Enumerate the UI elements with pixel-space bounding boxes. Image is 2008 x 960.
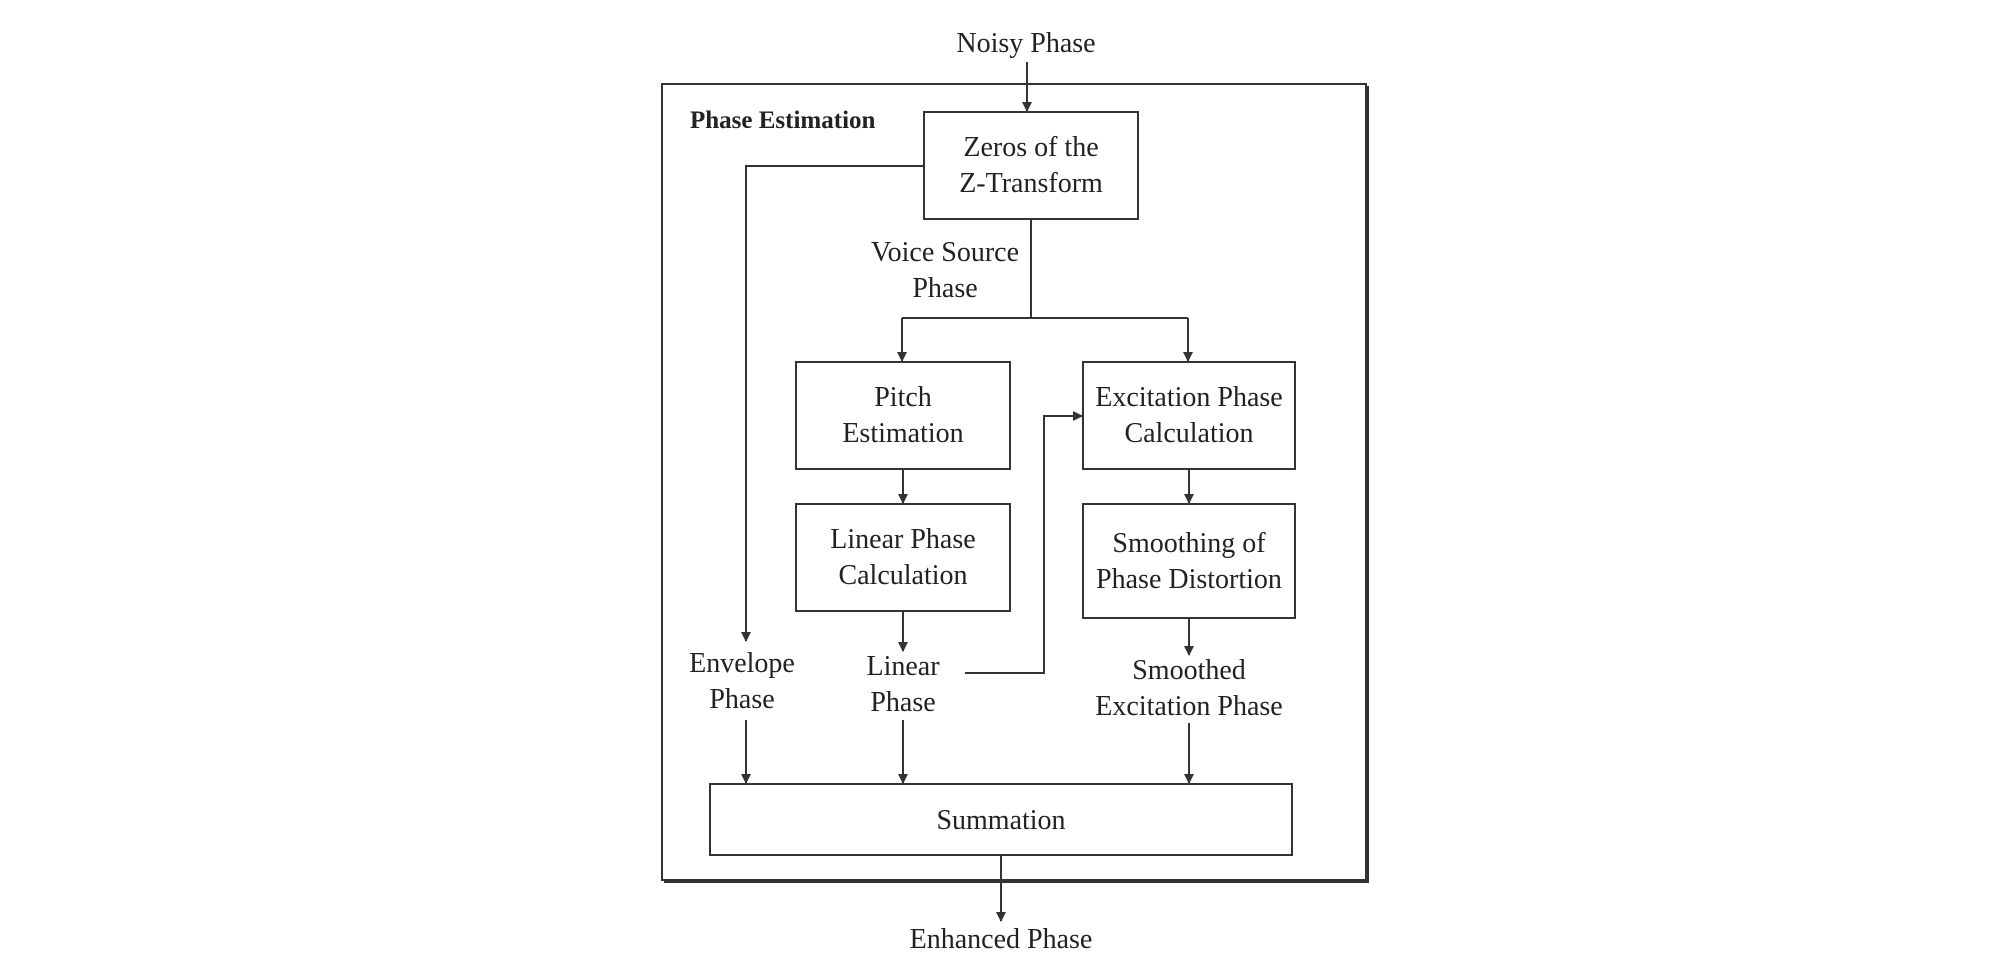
linear-to-excitation-wire	[965, 411, 1083, 674]
linear-phase-calculation-box	[795, 503, 1011, 612]
excitation-phase-calculation-label-line2: Calculation	[1124, 418, 1253, 449]
voice-source-label-line1: Voice Source	[871, 237, 1019, 268]
linear-phase-calculation-label-line2: Calculation	[838, 560, 967, 591]
phase-estimation-frame	[661, 83, 1367, 881]
voice-source-label-line2: Phase	[912, 273, 977, 304]
smoothed-excitation-label-line1: Smoothed	[1132, 655, 1246, 686]
frame-title: Phase Estimation	[690, 107, 876, 134]
smoothed-excitation-label-line2: Excitation Phase	[1095, 691, 1282, 722]
excitation-phase-calculation-box	[1082, 361, 1296, 470]
smoothing-box	[1082, 503, 1296, 619]
envelope-wire	[741, 165, 924, 642]
smoothing-label-line1: Smoothing of	[1112, 528, 1266, 559]
zeros-box-label-line2: Z-Transform	[959, 168, 1103, 199]
pitch-estimation-label-line2: Estimation	[842, 418, 963, 449]
frame-shadow	[664, 86, 1369, 883]
linear-phase-label-line1: Linear	[866, 651, 940, 682]
zeros-box-label-line1: Zeros of the	[963, 132, 1098, 163]
noisy-phase-label: Noisy Phase	[956, 28, 1095, 59]
summation-box	[709, 783, 1293, 856]
summation-label: Summation	[936, 805, 1065, 836]
envelope-phase-label-line2: Phase	[709, 684, 774, 715]
linear-phase-label-line2: Phase	[870, 687, 935, 718]
pitch-estimation-label-line1: Pitch	[874, 382, 932, 413]
excitation-phase-calculation-label-line1: Excitation Phase	[1095, 382, 1282, 413]
zeros-box	[923, 111, 1139, 220]
envelope-phase-label-line1: Envelope	[689, 648, 795, 679]
smoothing-label-line2: Phase Distortion	[1096, 564, 1282, 595]
pitch-estimation-box	[795, 361, 1011, 470]
enhanced-phase-label: Enhanced Phase	[910, 924, 1093, 955]
linear-phase-calculation-label-line1: Linear Phase	[830, 524, 975, 555]
